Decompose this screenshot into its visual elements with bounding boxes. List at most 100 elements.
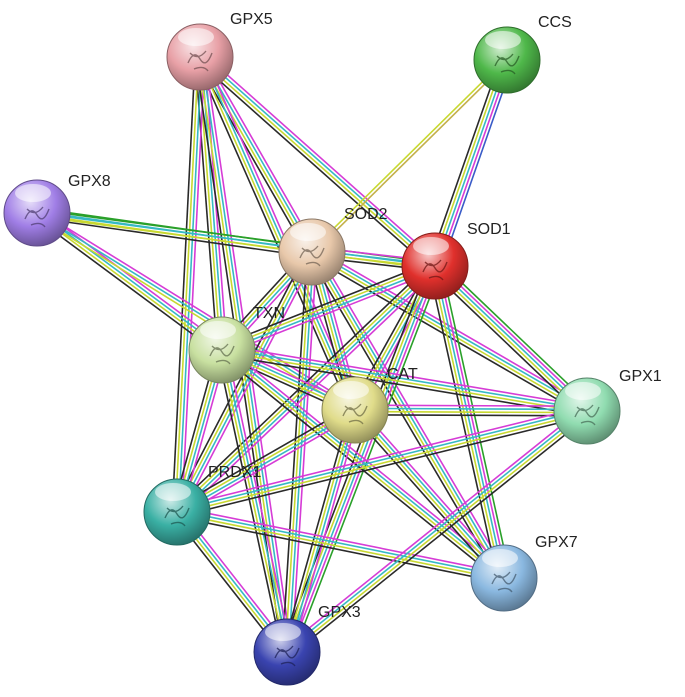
edge-line-databases — [222, 347, 588, 411]
edge-line-coexpression — [33, 216, 220, 355]
edge-prdx1-gpx7[interactable] — [175, 506, 506, 584]
node-label: SOD1 — [467, 221, 511, 238]
node-highlight — [200, 321, 236, 339]
edge-line-experiments — [437, 60, 511, 268]
edge-line-experiments — [180, 253, 317, 515]
edge-line-databases — [355, 407, 588, 411]
node-gpx1[interactable]: GPX1 — [553, 368, 662, 445]
edge-line-experiments — [179, 268, 439, 517]
edge-line-coexpression — [216, 350, 284, 654]
edge-line-databases — [200, 55, 437, 266]
node-highlight — [482, 549, 518, 567]
edge-line-databases — [434, 265, 588, 412]
edge-sod1-txn[interactable] — [219, 260, 438, 356]
edge-cat-gpx7[interactable] — [350, 406, 509, 582]
node-gpx7[interactable]: GPX7 — [470, 534, 578, 612]
edge-line-databases — [434, 59, 508, 267]
edge-line-databases — [37, 211, 224, 350]
node-label: CCS — [538, 14, 572, 31]
edge-gpx5-sod1[interactable] — [196, 52, 439, 271]
node-highlight — [15, 184, 51, 202]
node-highlight — [565, 382, 601, 400]
edge-sod1-gpx7[interactable] — [427, 264, 512, 580]
edge-line-experiments — [222, 344, 588, 408]
protein-structure-icon — [299, 245, 325, 267]
node-label: SOD2 — [344, 206, 388, 223]
edge-line-databases — [200, 55, 315, 252]
edge-line-textmining — [310, 58, 507, 252]
edge-line-textmining — [176, 512, 504, 581]
edge-line-textmining — [175, 264, 435, 512]
edge-sod1-gpx1[interactable] — [430, 260, 592, 417]
node-cat[interactable]: CAT — [321, 366, 418, 444]
edge-line-databases — [222, 348, 506, 578]
edge-prdx1-gpx1[interactable] — [175, 405, 589, 518]
node-highlight — [485, 31, 521, 49]
edge-line-databases — [177, 509, 505, 578]
node-label: TXN — [253, 305, 285, 322]
node-highlight — [333, 381, 369, 399]
edge-txn-gpx3[interactable] — [216, 348, 293, 654]
edge-line-coexpression — [427, 267, 499, 580]
edge-line-databases — [286, 265, 436, 653]
edge-line-coexpression — [194, 58, 352, 413]
edge-line-textmining — [175, 407, 355, 512]
edge-line-coexpression — [36, 216, 312, 258]
edge-line-textmining — [174, 56, 200, 512]
node-sod1[interactable]: SOD1 — [401, 221, 511, 300]
edge-line-coexpression — [430, 270, 584, 417]
edge-line-databases — [312, 249, 589, 411]
edge-line-textmining — [197, 57, 355, 411]
edge-line-coexpression — [350, 412, 502, 582]
edge-line-experiments — [180, 57, 206, 513]
node-gpx3[interactable]: GPX3 — [253, 604, 361, 686]
edge-line-coexpression — [196, 59, 433, 271]
edge-line-experiments — [355, 404, 588, 408]
edge-gpx5-sod2[interactable] — [195, 54, 317, 255]
node-highlight — [155, 483, 191, 501]
edge-cat-gpx3[interactable] — [281, 408, 361, 654]
node-highlight — [290, 223, 326, 241]
edge-line-databases — [222, 349, 290, 652]
edge-txn-gpx1[interactable] — [221, 344, 588, 417]
edge-line-databases — [312, 250, 507, 578]
edge-gpx3-gpx1[interactable] — [283, 406, 591, 657]
edge-line-coexpression — [289, 414, 591, 657]
edge-line-experiments — [357, 406, 509, 576]
node-txn[interactable]: TXN — [188, 305, 285, 384]
protein-structure-icon — [24, 206, 50, 228]
protein-structure-icon — [209, 343, 235, 365]
edge-gpx5-prdx1[interactable] — [171, 56, 206, 513]
edge-line-experiments — [39, 208, 226, 347]
edge-line-textmining — [198, 57, 435, 268]
edge-line-experiments — [437, 265, 508, 578]
node-sod2[interactable]: SOD2 — [278, 206, 388, 286]
node-label: GPX5 — [230, 11, 273, 28]
node-highlight — [178, 28, 214, 46]
edge-line-experiments — [225, 348, 293, 652]
node-gpx8[interactable]: GPX8 — [3, 173, 111, 247]
edge-gpx8-txn[interactable] — [33, 208, 226, 355]
protein-structure-icon — [574, 404, 600, 426]
edge-line-coexpression — [281, 251, 309, 652]
edge-ccs-sod2[interactable] — [310, 58, 509, 254]
edge-ccs-sod1[interactable] — [428, 57, 514, 269]
edge-line-coexpression — [280, 263, 430, 650]
edge-line-textmining — [177, 411, 588, 515]
edge-line-textmining — [431, 266, 502, 579]
protein-structure-icon — [491, 571, 517, 593]
node-gpx5[interactable]: GPX5 — [166, 11, 273, 91]
edge-line-coexpression — [174, 405, 354, 509]
node-label: GPX8 — [68, 173, 111, 190]
node-ccs[interactable]: CCS — [473, 14, 572, 94]
edge-line-experiments — [436, 263, 590, 410]
node-prdx1[interactable]: PRDX1 — [143, 464, 261, 546]
edge-line-experiments — [202, 52, 439, 264]
edge-line-coexpression — [218, 353, 502, 583]
protein-structure-icon — [422, 259, 448, 281]
node-highlight — [265, 623, 301, 641]
edge-line-coexpression — [195, 58, 309, 255]
edge-line-experiments — [290, 411, 361, 654]
